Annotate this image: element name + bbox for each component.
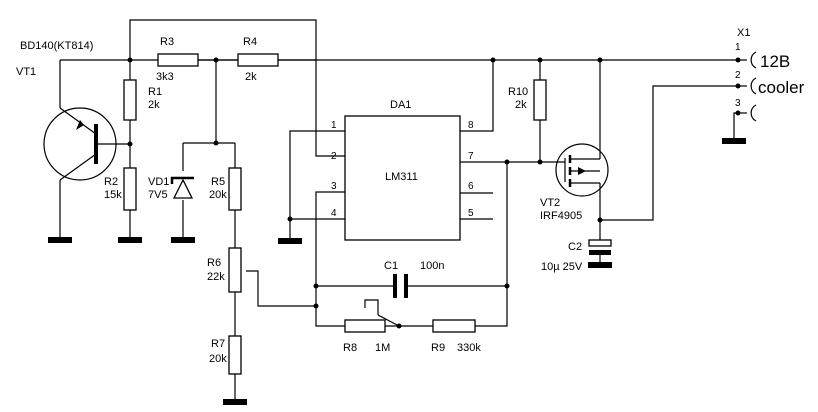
da1-pin-5: 5 [468,208,474,219]
r9-value: 330k [457,342,481,354]
capacitor-c2 [588,239,612,255]
resistor-r8 [344,319,386,333]
x1-pin-1: 1 [735,42,741,53]
emitter-arrow-icon [76,120,84,130]
labels: BD140(KT814) VT1 R1 2k R2 15k R3 3k3 R4 … [16,27,805,365]
da1-pin-1: 1 [331,120,337,131]
r8-value: 1M [375,342,390,354]
zener-diode-vd1 [170,176,194,199]
x1-cooler-label: cooler [758,78,805,97]
resistor-r9 [432,319,476,333]
vd1-label: VD1 [148,176,169,188]
r10-value: 2k [515,99,527,111]
da1-pin-7: 7 [468,151,474,162]
mosfet-vt2 [555,143,609,197]
da1-pin-6: 6 [468,181,474,192]
vt2-type: IRF4905 [540,210,582,222]
da1-pin-3: 3 [331,181,337,192]
c2-value: 10µ 25V [541,261,583,273]
resistor-r6 [228,247,242,293]
r2-label: R2 [104,176,118,188]
x1-label: X1 [737,27,750,39]
c1-label: C1 [384,260,398,272]
da1-pin-2: 2 [331,151,337,162]
transistor-vt1 [43,107,117,181]
r10-label: R10 [508,86,528,98]
r8-label: R8 [343,342,357,354]
r3-value: 3k3 [156,71,174,83]
r1-value: 2k [148,99,160,111]
da1-pin-8: 8 [468,120,474,131]
r2-value: 15k [104,189,122,201]
capacitor-c1 [393,274,408,298]
r4-value: 2k [245,71,257,83]
connector-x1 [735,51,757,122]
vt2-label: VT2 [540,197,560,209]
x1-12v-label: 12B [760,52,790,71]
r5-label: R5 [211,176,225,188]
resistor-r3 [157,53,199,67]
da1-pin-4: 4 [331,208,337,219]
da1-type: LM311 [385,171,418,183]
vt1-label: VT1 [16,66,36,78]
x1-pin-2: 2 [735,70,741,81]
resistor-r10 [533,79,547,121]
r7-label: R7 [211,338,225,350]
c1-value: 100n [420,260,444,272]
da1-label: DA1 [390,99,411,111]
r3-label: R3 [160,36,174,48]
mosfet-arrow-icon [578,167,586,175]
resistor-r4 [237,53,279,67]
resistor-r1 [123,79,137,121]
vt1-type-label: BD140(KT814) [20,40,93,52]
junctions [127,57,603,329]
r7-value: 20k [209,353,227,365]
r6-label: R6 [207,257,221,269]
r4-label: R4 [243,36,257,48]
resistor-r7 [228,335,242,375]
wires [59,19,738,399]
ic-da1 [344,115,461,241]
resistor-r5 [228,167,242,211]
vd1-value: 7V5 [148,189,168,201]
r1-label: R1 [148,86,162,98]
resistor-r2 [123,167,137,211]
r6-value: 22k [207,271,225,283]
x1-pin-3: 3 [735,98,741,109]
r5-value: 20k [209,189,227,201]
ground-symbols [48,138,746,405]
c2-label: C2 [568,241,582,253]
r9-label: R9 [431,342,445,354]
